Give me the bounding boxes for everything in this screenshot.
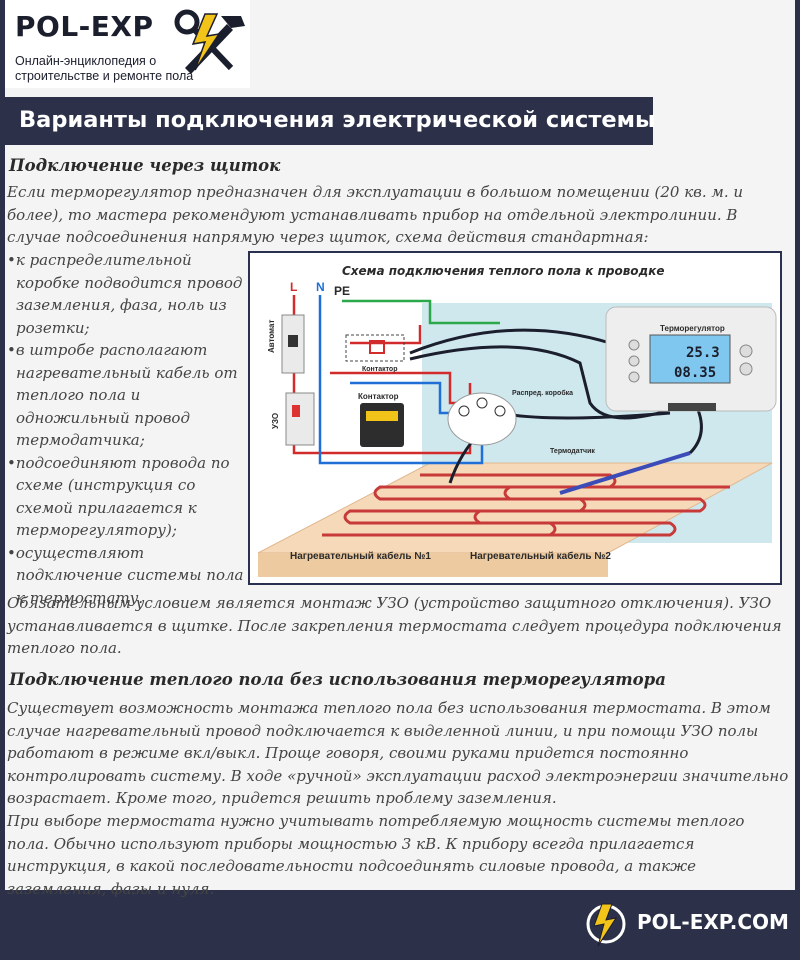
contactor-side-label: Контактор — [358, 392, 399, 401]
cable2-label: Нагревательный кабель №2 — [470, 550, 611, 562]
list-item: •к распределительной коробке подводится … — [7, 251, 243, 337]
hammer-wrench-bolt-icon — [174, 9, 245, 74]
contactor-top-label: Контактор — [362, 366, 398, 373]
section2-paragraph2: При выборе термостата нужно учитывать по… — [7, 812, 745, 898]
thermostat-display — [649, 334, 731, 384]
cable1-label: Нагревательный кабель №1 — [290, 550, 431, 562]
thermostat-temp1: 25.3 — [686, 345, 720, 361]
junction-box-label: Распред. коробка — [512, 389, 573, 397]
label-neutral: N — [316, 280, 325, 294]
footer-site-link[interactable]: POL-EXP.COM — [637, 910, 789, 934]
page-title-bar: Варианты подключения электрической систе… — [5, 97, 656, 145]
label-ground: PE — [334, 284, 350, 298]
section1-heading: Подключение через щиток — [9, 156, 281, 175]
section1-intro: Если терморегулятор предназначен для экс… — [7, 183, 744, 246]
section1-bullet-list: •к распределительной коробке подводится … — [7, 249, 247, 609]
page-title: Варианты подключения электрической систе… — [19, 107, 656, 133]
heating-cable — [322, 473, 730, 537]
section1-outro: Обязательным условием является монтаж УЗ… — [7, 594, 782, 657]
list-item: •осуществляют подключение системы пола к… — [7, 543, 244, 607]
rcd — [285, 392, 315, 446]
sensor-probe — [559, 451, 691, 495]
ground-wire — [342, 299, 500, 325]
list-item: •в штробе располагают нагревательный каб… — [7, 341, 238, 449]
footer-logo-icon — [586, 903, 626, 947]
label-phase: L — [290, 280, 297, 294]
contactor-schematic — [345, 334, 405, 362]
wiring-diagram: Схема подключения теплого пола к проводк… — [248, 251, 782, 585]
wiring-diagram-svg: Схема подключения теплого пола к проводк… — [250, 253, 780, 583]
section2-paragraph1: Существует возможность монтажа теплого п… — [7, 699, 789, 807]
brand-logo[interactable]: POL-EXP Онлайн-энциклопедия о строительс… — [5, 0, 250, 88]
thermostat-temp2: 08.35 — [674, 365, 716, 381]
breaker-label: Автомат — [267, 320, 276, 353]
thermostat-label: Терморегулятор — [660, 324, 725, 333]
floor-edge — [258, 553, 608, 577]
diagram-title: Схема подключения теплого пола к проводк… — [342, 264, 665, 278]
brand-tagline: Онлайн-энциклопедия о строительстве и ре… — [15, 54, 194, 83]
rcd-label: УЗО — [271, 413, 280, 429]
sensor-label: Термодатчик — [550, 448, 595, 455]
contactor-device — [360, 403, 404, 447]
section2-heading: Подключение теплого пола без использован… — [9, 670, 666, 689]
list-item: •подсоединяют провода по схеме (инструкц… — [7, 453, 230, 540]
brand-name: POL-EXP — [15, 10, 154, 43]
